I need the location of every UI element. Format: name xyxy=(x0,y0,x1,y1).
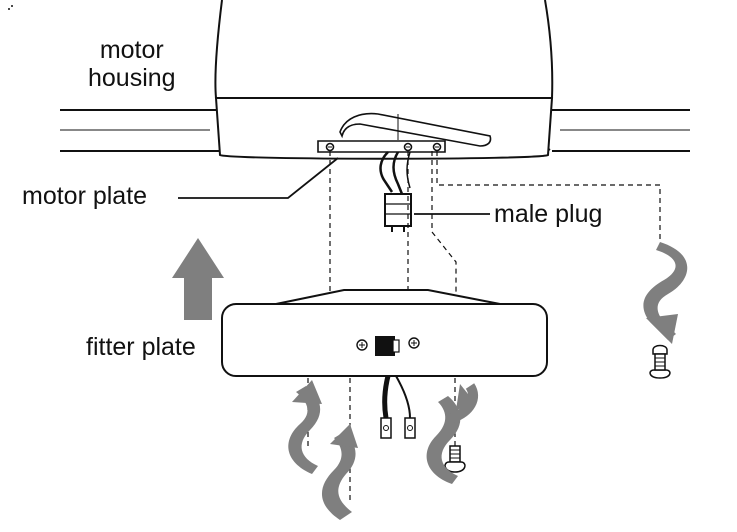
twist-arrow-down-right-icon xyxy=(643,242,688,344)
fitter-plate-label: fitter plate xyxy=(86,333,196,361)
fitter-plate xyxy=(221,289,548,377)
motor-housing-label: motor housing xyxy=(88,36,176,92)
twist-arrow-up-right-icon xyxy=(426,383,479,484)
male-plug xyxy=(379,151,412,232)
leader-lines xyxy=(178,157,490,215)
up-arrow-icon xyxy=(172,238,224,320)
motor-housing xyxy=(214,0,554,99)
screw-bottom xyxy=(444,445,466,473)
twist-arrow-up-left-icon xyxy=(288,380,322,474)
screw-right xyxy=(649,344,671,379)
fitter-plate-wires xyxy=(380,375,416,439)
twist-arrow-up-center-icon xyxy=(321,424,358,520)
male-plug-label: male plug xyxy=(494,200,603,228)
motor-plate-leader xyxy=(178,157,339,199)
motor-plate-label: motor plate xyxy=(22,182,148,210)
corner-mark xyxy=(8,5,13,10)
motor-plate xyxy=(317,112,492,153)
